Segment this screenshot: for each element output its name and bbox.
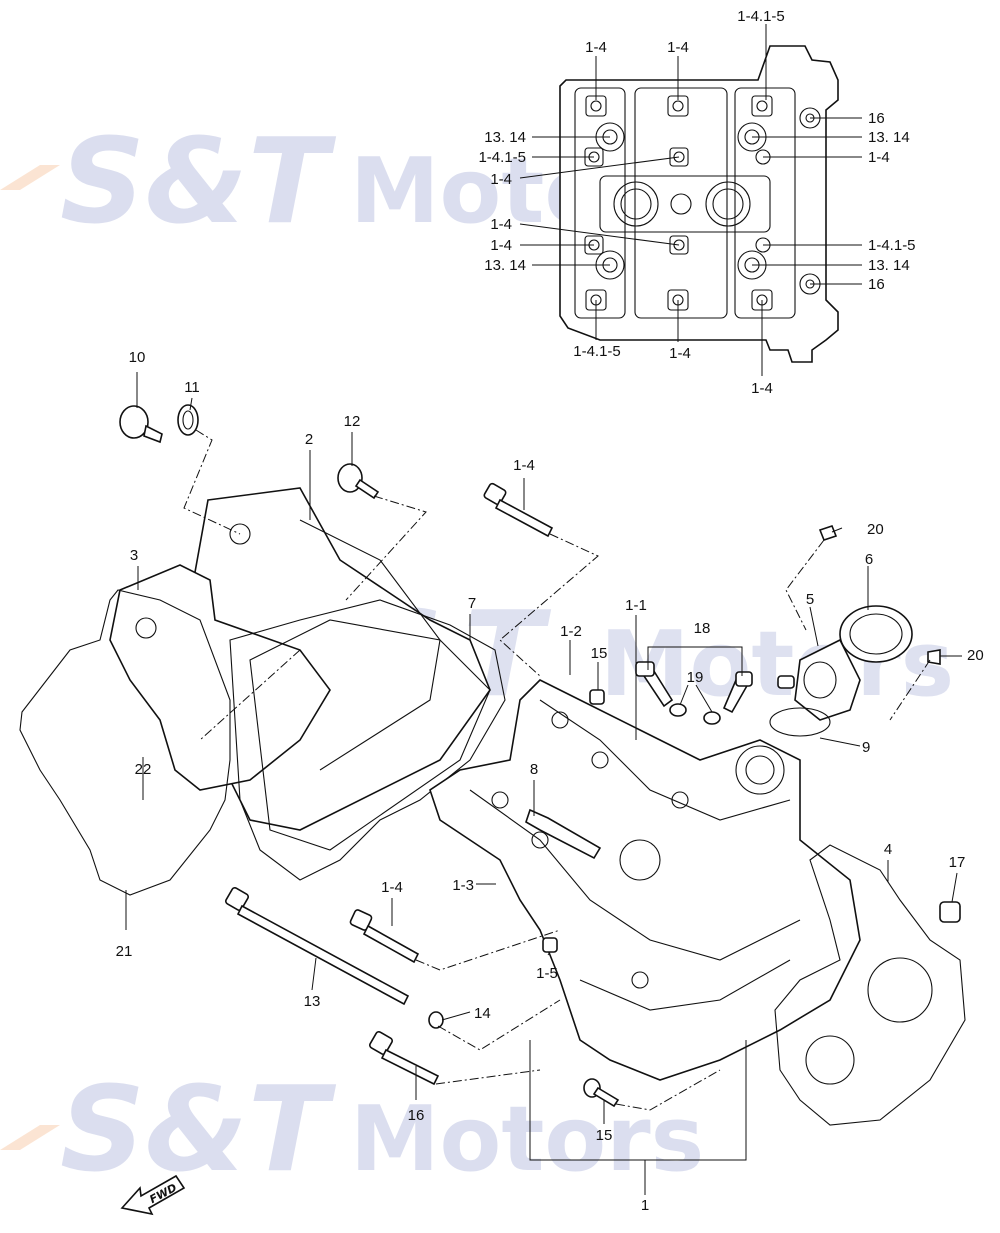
label-6: 6 [865, 551, 873, 568]
watermark-bottom: S&T Motors [0, 1060, 704, 1198]
washer-11 [177, 404, 199, 436]
label-13-14: 13. 14 [868, 257, 910, 274]
label-18: 18 [694, 620, 711, 637]
assembly-dash-lines [183, 429, 931, 1111]
watermark-logo: S&T [60, 112, 337, 250]
label-2: 2 [305, 431, 313, 448]
label-8: 8 [530, 761, 538, 778]
label-13: 13 [304, 993, 321, 1010]
label-1-4: 1-4 [751, 380, 773, 397]
label-22: 22 [135, 761, 152, 778]
washer-14 [428, 1011, 444, 1029]
label-1-4: 1-4 [381, 879, 403, 896]
label-15: 15 [591, 645, 608, 662]
label-16: 16 [868, 276, 885, 293]
dowel-15 [589, 689, 605, 705]
label-19: 19 [687, 669, 704, 686]
cylinder-head-1 [429, 679, 861, 1081]
cap-bolt-10 [119, 405, 163, 444]
label-1-4-1-5: 1-4.1-5 [573, 343, 621, 360]
label-7: 7 [468, 595, 476, 612]
part-labels: 1-4 1-4 1-4.1-5 16 13. 14 13. 14 1-4.1-5… [116, 8, 984, 1214]
label-1-5: 1-5 [536, 965, 558, 982]
label-21: 21 [116, 943, 133, 960]
label-9: 9 [862, 739, 870, 756]
label-1: 1 [641, 1197, 649, 1214]
head-top-view-inset [519, 24, 862, 376]
label-1-4: 1-4 [585, 39, 607, 56]
watermark-suffix-bot: Motors [350, 1087, 704, 1192]
label-1-4-1-5: 1-4.1-5 [868, 237, 916, 254]
label-16: 16 [408, 1107, 425, 1124]
leader-lines [125, 372, 962, 1195]
dowel-17 [939, 901, 961, 923]
label-5: 5 [806, 591, 814, 608]
label-13-14: 13. 14 [868, 129, 910, 146]
bolt-1-4-top [483, 482, 554, 538]
cover-gasket-7 [229, 599, 506, 881]
label-1-4: 1-4 [490, 216, 512, 233]
label-1-4: 1-4 [490, 171, 512, 188]
label-13-14: 13. 14 [484, 129, 526, 146]
label-1-3: 1-3 [452, 877, 474, 894]
label-1-4: 1-4 [513, 457, 535, 474]
bolt-1-4-lower [349, 909, 420, 964]
head-cover-3 [109, 564, 331, 791]
bolts-18 [635, 661, 753, 725]
label-13-14: 13. 14 [484, 257, 526, 274]
bolt-15-lower [583, 1078, 620, 1108]
watermark-logo-bot: S&T [60, 1060, 337, 1198]
bolt-16 [369, 1031, 440, 1086]
label-3: 3 [130, 547, 138, 564]
spark-plug-8 [525, 808, 602, 860]
label-1-4: 1-4 [868, 149, 890, 166]
label-14: 14 [474, 1005, 491, 1022]
cover-gasket-21 [19, 589, 231, 896]
label-1-4-1-5: 1-4.1-5 [737, 8, 785, 25]
label-10: 10 [129, 349, 146, 366]
bolt-12 [337, 463, 380, 500]
label-1-1: 1-1 [625, 597, 647, 614]
label-1-4: 1-4 [490, 237, 512, 254]
label-1-4: 1-4 [669, 345, 691, 362]
label-11: 11 [184, 379, 200, 396]
label-1-4: 1-4 [667, 39, 689, 56]
label-16: 16 [868, 110, 885, 127]
long-bolt-13 [225, 887, 410, 1006]
label-1-2: 1-2 [560, 623, 582, 640]
label-15: 15 [596, 1127, 613, 1144]
label-12: 12 [344, 413, 361, 430]
label-20: 20 [867, 521, 884, 538]
label-1-4-1-5: 1-4.1-5 [478, 149, 526, 166]
head-gasket-4 [774, 844, 966, 1126]
label-4: 4 [884, 841, 892, 858]
dowel-1-5 [542, 937, 558, 953]
label-20: 20 [967, 647, 984, 664]
label-17: 17 [949, 854, 966, 871]
intake-5-6-9 [769, 525, 941, 737]
